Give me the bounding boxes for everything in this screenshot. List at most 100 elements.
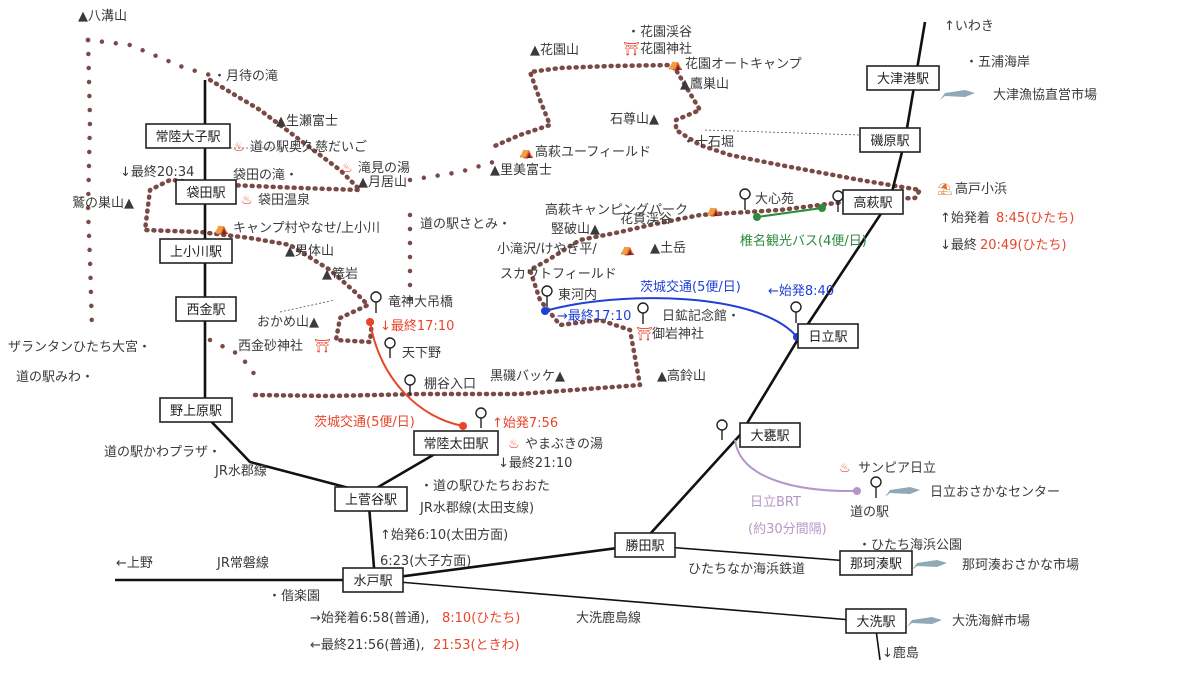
place-michinoeki: 道の駅 bbox=[850, 505, 889, 520]
bus-stop-icon bbox=[541, 285, 553, 307]
svg-text:西金駅: 西金駅 bbox=[186, 302, 225, 318]
place-scoutfield: スカウトフィールド bbox=[500, 267, 617, 282]
place-nakaminatoichiba: 那珂湊おさかな市場 bbox=[962, 557, 1079, 573]
place-nikko: 日鉱記念館・ bbox=[662, 308, 740, 324]
station-fukuroda: 袋田駅 bbox=[175, 179, 237, 205]
route-label-brt: 日立BRT bbox=[750, 495, 801, 510]
place-goura: ・五浦海岸 bbox=[965, 55, 1030, 70]
time-takahagi-first-ex: 8:45(ひたち) bbox=[996, 211, 1074, 226]
onsen-icon: ♨ bbox=[508, 437, 520, 452]
station-hitachidaigo: 常陸大子駅 bbox=[145, 123, 231, 149]
place-kanasago: 西金砂神社 bbox=[238, 338, 303, 354]
place-satomi: 道の駅さとみ・ bbox=[420, 217, 511, 232]
svg-text:大甕駅: 大甕駅 bbox=[750, 428, 789, 444]
place-otsuichiba: 大津漁協直営市場 bbox=[993, 87, 1097, 103]
shiina-route bbox=[756, 207, 823, 218]
time-daigo-last: ↓最終20:34 bbox=[120, 164, 194, 180]
peak-washinosu: 鷲の巣山▲ bbox=[72, 196, 134, 211]
svg-text:大津港駅: 大津港駅 bbox=[877, 72, 929, 87]
station-nokamihara: 野上原駅 bbox=[159, 397, 233, 423]
onsen-icon: ♨ bbox=[241, 193, 253, 208]
brt-route bbox=[734, 439, 858, 493]
peak-sekisonzan: 石尊山▲ bbox=[610, 111, 659, 127]
route-endpoint bbox=[818, 204, 826, 212]
place-hanazonocamp: 花園オートキャンプ bbox=[685, 56, 802, 72]
bus-stop-icon bbox=[832, 190, 844, 212]
route-endpoint bbox=[541, 307, 549, 315]
onsen-icon: ♨ bbox=[233, 140, 245, 155]
time-takahagi-last: ↓最終 bbox=[940, 237, 977, 253]
svg-text:常陸太田駅: 常陸太田駅 bbox=[423, 436, 488, 452]
place-oaraichiba: 大洗海鮮市場 bbox=[952, 613, 1030, 629]
peak-okameyama: おかめ山▲ bbox=[257, 315, 319, 330]
peak-tsuchidake: ▲土岳 bbox=[650, 241, 686, 256]
time-takahagi-last-ex: 20:49(ひたち) bbox=[980, 238, 1067, 253]
fish-icon bbox=[885, 487, 920, 497]
route-last-ibaraki-west: ↓最終17:10 bbox=[380, 318, 454, 334]
peak-ikusefuji: ▲生瀬富士 bbox=[276, 113, 338, 129]
route-first-ibaraki-west: ↑始発7:56 bbox=[492, 416, 558, 431]
place-hananuki: 花貫渓谷・ bbox=[620, 211, 685, 227]
station-takahagi: 高萩駅 bbox=[842, 189, 904, 215]
place-miwa: 道の駅みわ・ bbox=[16, 370, 94, 385]
place-fukurodanotaki: 袋田の滝・ bbox=[233, 168, 298, 183]
place-sunpia: サンピア日立 bbox=[858, 461, 936, 476]
line-labels: JR水郡線 JR水郡線(太田支線) JR常磐線 ひたちなか海浜鉄道 大洗鹿島線 bbox=[214, 463, 805, 626]
bus-stop-icon bbox=[870, 476, 882, 498]
station-hitachi: 日立駅 bbox=[797, 323, 859, 349]
beach-icon: ⛱ bbox=[937, 182, 952, 196]
stations: 大津港駅 磯原駅 高萩駅 日立駅 大甕駅 勝田駅 那珂湊駅 大洗駅 水戸駅 上菅… bbox=[145, 65, 940, 634]
route-label-shiina: 椎名観光バス(4便/日) bbox=[740, 233, 867, 249]
station-oarai: 大洗駅 bbox=[845, 608, 907, 634]
peak-yamizo: ▲八溝山 bbox=[78, 9, 127, 24]
place-zaranta: ザランタンひたち大宮・ bbox=[8, 339, 151, 355]
ibaraki-west-route bbox=[369, 321, 464, 427]
line-label-kaihin: ひたちなか海浜鉄道 bbox=[688, 562, 805, 577]
place-tsukimachi: ・月待の滝 bbox=[213, 69, 278, 84]
tent-icon: ⛺ bbox=[706, 203, 721, 217]
place-jukkokubori: ・十石堀 bbox=[682, 135, 734, 150]
svg-text:常陸大子駅: 常陸大子駅 bbox=[155, 129, 220, 145]
place-takadoko: 高戸小浜 bbox=[955, 181, 1007, 197]
fish-icon bbox=[907, 617, 942, 627]
bus-stop-icon bbox=[384, 337, 396, 358]
tent-icon: ⛺ bbox=[620, 242, 635, 256]
line-label-suigun: JR水郡線 bbox=[214, 463, 267, 479]
place-kaihin: ・ひたち海浜公園 bbox=[858, 538, 962, 553]
peak-kenpazan: 竪破山▲ bbox=[551, 222, 600, 237]
route-first-ibaraki-north: ←始発8:40 bbox=[768, 284, 834, 299]
place-yamabuki: やまぶきの湯 bbox=[525, 437, 603, 452]
time-mito-last-ex: 21:53(ときわ) bbox=[433, 638, 520, 653]
bus-stops: 大心苑 東河内 竜神大吊橋 天下野 棚谷入口 bbox=[370, 188, 882, 498]
route-last-ibaraki-north: →最終17:10 bbox=[557, 308, 631, 324]
time-kamisugaya-first2: 6:23(大子方面) bbox=[380, 553, 471, 569]
station-omika: 大甕駅 bbox=[739, 422, 801, 448]
place-fukurodaonsen: 袋田温泉 bbox=[258, 192, 310, 208]
station-katsuta: 勝田駅 bbox=[614, 532, 676, 558]
svg-text:日立駅: 日立駅 bbox=[808, 330, 847, 345]
bus-stop-icon bbox=[370, 291, 382, 313]
route-labels: 椎名観光バス(4便/日) 茨城交通(5便/日) ←始発8:40 →最終17:10… bbox=[314, 233, 867, 537]
place-hanazonojinja: 花園神社 bbox=[640, 41, 692, 57]
svg-text:勝田駅: 勝田駅 bbox=[625, 539, 664, 554]
place-kairakuen: ・偕楽園 bbox=[268, 588, 320, 604]
route-endpoint bbox=[459, 422, 467, 430]
place-yanase: キャンプ村やなせ/上小川 bbox=[233, 221, 380, 236]
peak-hanazono: ▲花園山 bbox=[530, 42, 579, 58]
station-mito: 水戸駅 bbox=[342, 567, 404, 593]
svg-text:上菅谷駅: 上菅谷駅 bbox=[345, 493, 397, 508]
station-otsuko: 大津港駅 bbox=[866, 65, 940, 91]
bus-stop-icon bbox=[404, 374, 416, 395]
ibaraki-north-route bbox=[544, 297, 798, 338]
shrine-icon: ⛩ bbox=[314, 338, 331, 354]
place-hanazonokei: ・花園渓谷 bbox=[627, 24, 692, 40]
onsen-icon: ♨ bbox=[341, 161, 353, 176]
time-mito-first: →始発着6:58(普通), bbox=[310, 610, 429, 626]
leader-lines bbox=[230, 129, 861, 313]
onsen-icon: ♨ bbox=[839, 461, 851, 476]
peak-kagoiwa: ▲篭岩 bbox=[322, 267, 358, 282]
peak-satomifuji: ▲里美富士 bbox=[490, 162, 552, 178]
station-hitachiota: 常陸太田駅 bbox=[413, 430, 499, 456]
place-oiwajinja: 御岩神社 bbox=[652, 326, 704, 342]
svg-text:上小川駅: 上小川駅 bbox=[170, 245, 222, 260]
